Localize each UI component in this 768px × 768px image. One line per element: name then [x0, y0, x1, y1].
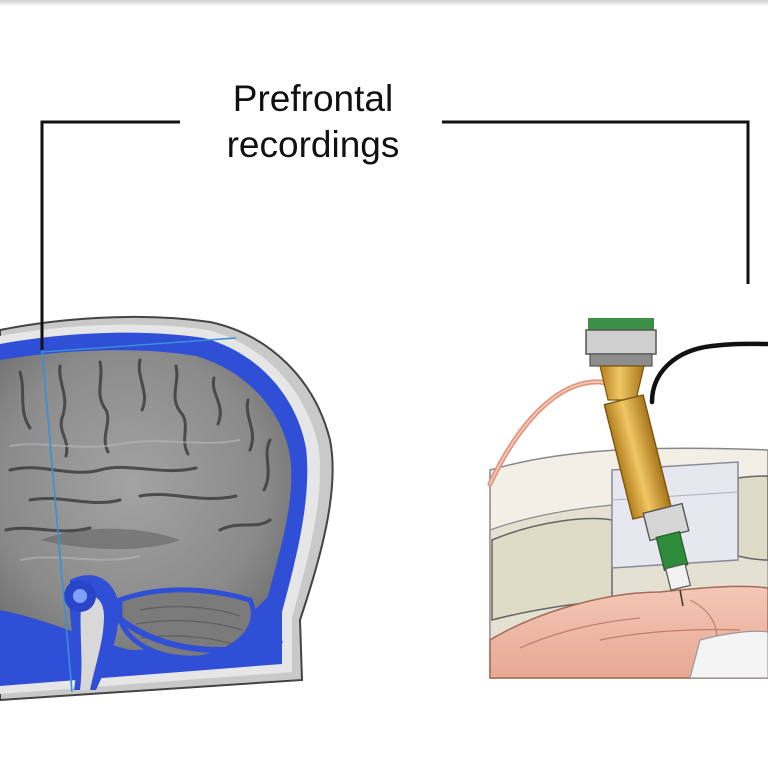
bracket-right: [442, 120, 750, 284]
caption-line-1: Prefrontal: [232, 78, 394, 119]
top-shadow: [0, 0, 768, 6]
mri-brain-image: [0, 315, 334, 702]
bracket-left: [40, 120, 180, 350]
caption-line-2: recordings: [226, 124, 400, 165]
caption-bracket: [40, 120, 750, 350]
caption-prefrontal-recordings: Prefrontal recordings: [180, 76, 446, 168]
probe-insertion-illustration: [487, 318, 768, 679]
